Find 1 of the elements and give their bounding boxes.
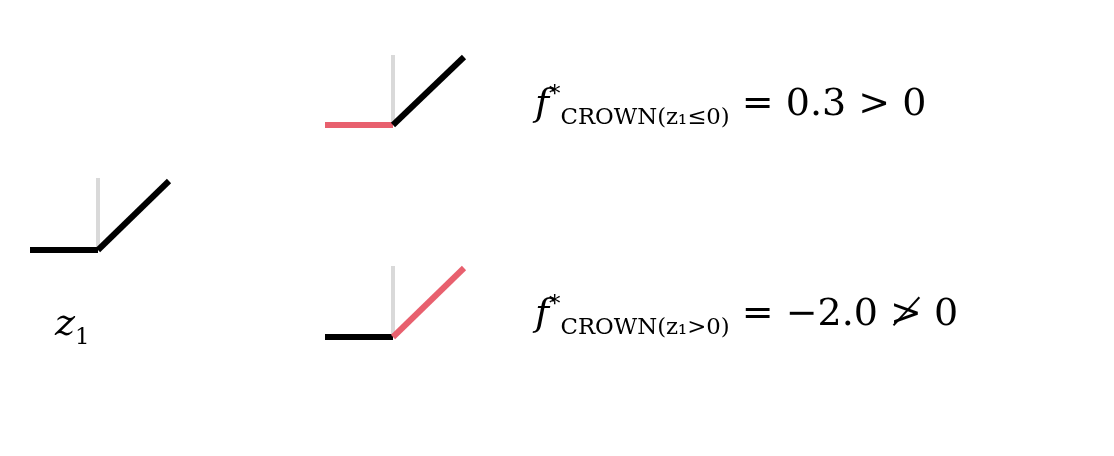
variable-label: z$_{1}$ xyxy=(55,300,90,349)
